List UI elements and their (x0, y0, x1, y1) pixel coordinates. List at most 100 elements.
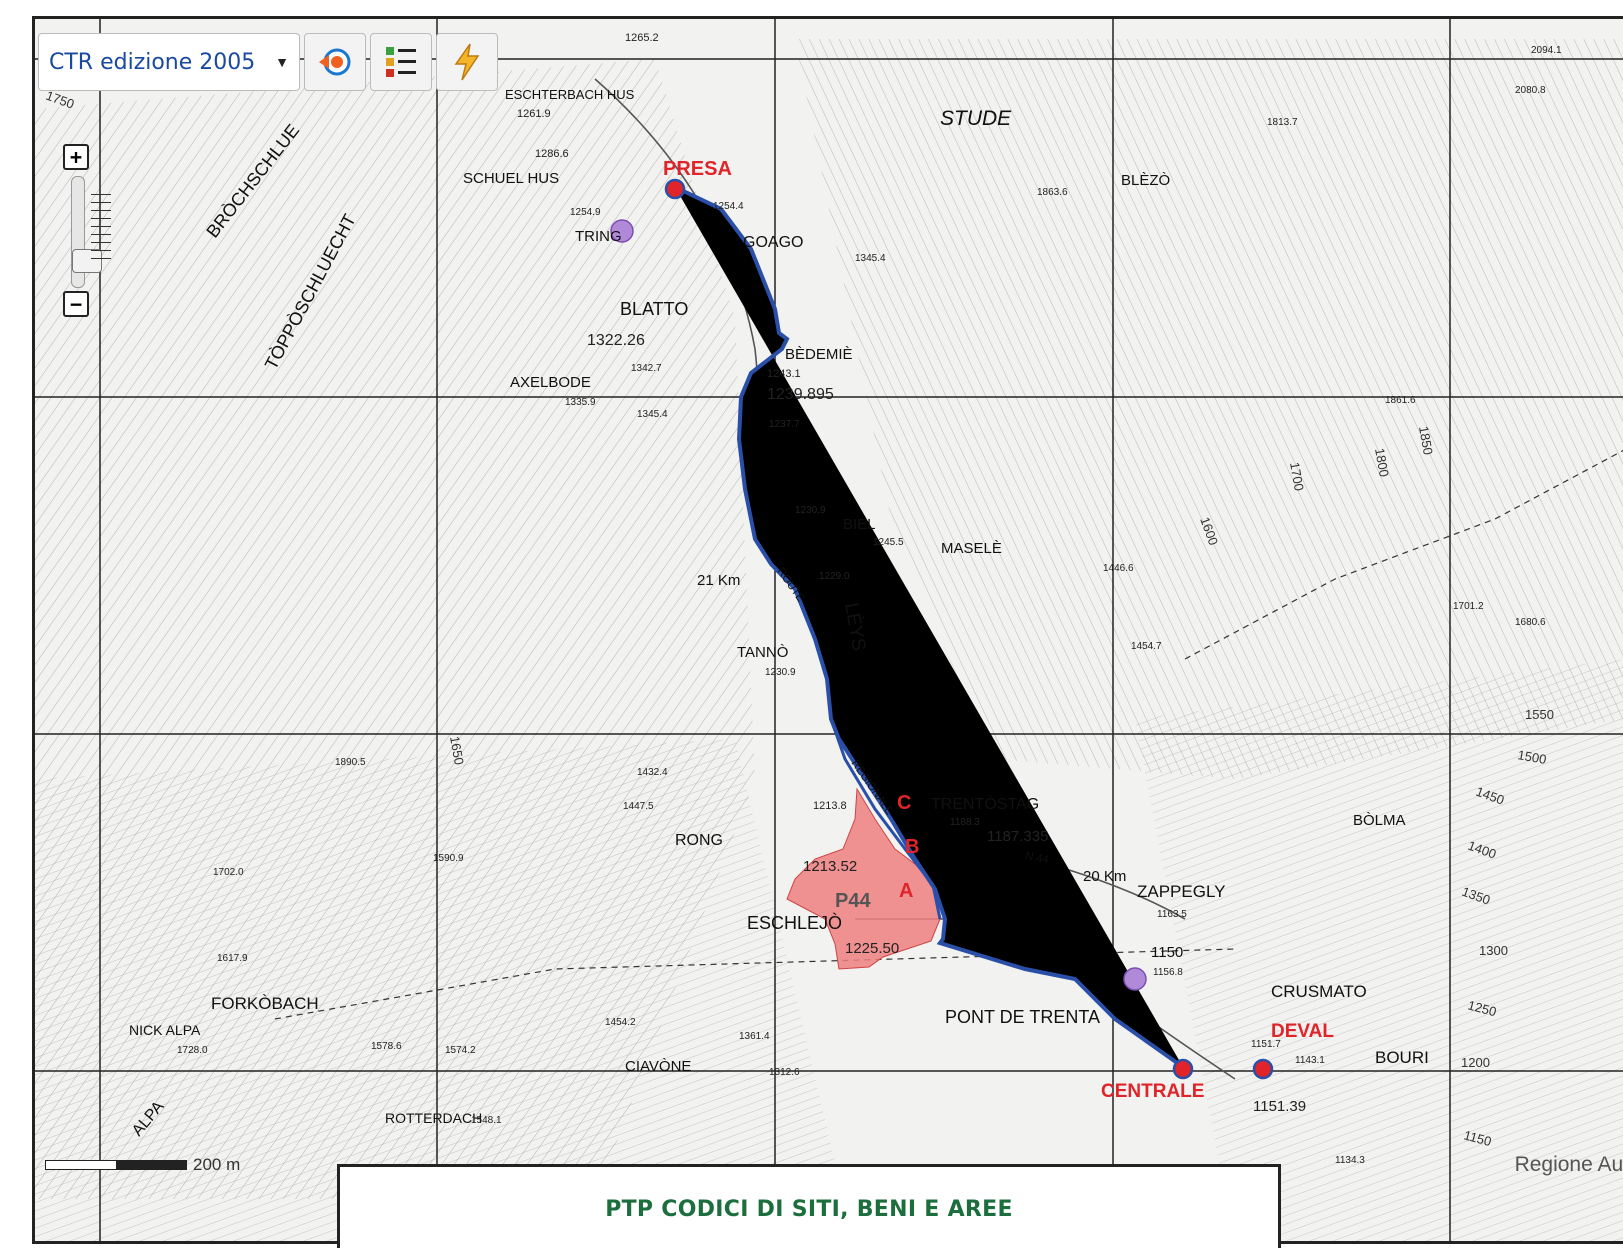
elevation-label: 1163.5 (1157, 909, 1187, 920)
pipeline-route[interactable] (675, 187, 1183, 1067)
elevation-label: 1213.8 (813, 800, 847, 812)
elevation-label: 1322.26 (587, 332, 645, 349)
place-label: STUDE (940, 107, 1012, 130)
contour-labels: 1750 1600 1550 1500 1450 1400 1350 1300 … (44, 88, 1554, 1149)
place-label: RONG (675, 832, 723, 849)
zoom-control: + − (63, 144, 111, 319)
elevation-label: 1187.335 (987, 828, 1048, 845)
place-label: MASELÈ (941, 540, 1002, 557)
zoom-slider-track[interactable] (71, 176, 102, 288)
place-label: ROTTERDACH (385, 1110, 482, 1126)
lightning-icon (454, 43, 480, 81)
elevation-label: 1261.9 (517, 108, 551, 120)
elevation-label: 1454.2 (605, 1017, 636, 1028)
contour-label: 1200 (1461, 1055, 1490, 1070)
mark-c: C (897, 792, 911, 814)
elevation-label: 1230.9 (795, 505, 826, 516)
elevation-label: 1286.6 (535, 148, 569, 160)
contour-label: 1300 (1479, 943, 1508, 958)
area-p44-label: P44 (835, 890, 871, 912)
place-label: ZAPPEGLY (1137, 882, 1226, 901)
elevation-label: 1590.9 (433, 853, 464, 864)
elevation-label: 1447.5 (623, 801, 654, 812)
elevation-label: 1243.1 (767, 368, 801, 380)
place-label: BÈDEMIÈ (785, 346, 853, 363)
elevation-label: 1578.6 (371, 1041, 402, 1052)
elevation-label: 1265.2 (625, 32, 659, 44)
lightning-tool-button[interactable] (436, 33, 498, 91)
place-label: BÒLMA (1353, 812, 1406, 829)
elevation-label: 1861.6 (1385, 395, 1416, 406)
scale-bar: 200 m (45, 1155, 240, 1175)
place-label: BOURI (1375, 1048, 1429, 1067)
elevation-label: 1143.1 (1295, 1055, 1325, 1066)
place-label: ESCHLEJÒ (747, 912, 842, 933)
contour-label: 1800 (1372, 447, 1392, 478)
place-label: FORKÒBACH (211, 994, 319, 1013)
monument-icon (610, 219, 634, 243)
legend-tool-button[interactable] (370, 33, 432, 91)
contour-label: 1550 (1525, 707, 1554, 722)
elevation-label: 1254.4 (713, 201, 744, 212)
elevation-label: 2080.8 (1515, 85, 1546, 96)
place-label: GOAGO (743, 234, 803, 251)
mark-a: A (899, 880, 913, 902)
scale-label: 200 m (193, 1155, 241, 1174)
legend-panel-title: PTP CODICI DI SITI, BENI E AREE (605, 1197, 1013, 1222)
elevation-label: 1702.0 (213, 867, 244, 878)
elevation-label: 1156.8 (1153, 967, 1183, 978)
place-label: BLATTO (620, 299, 688, 319)
layer-select[interactable]: CTR edizione 2005 ▼ (38, 33, 300, 91)
legend-panel: PTP CODICI DI SITI, BENI E AREE (337, 1164, 1281, 1248)
chevron-down-icon: ▼ (275, 54, 289, 70)
elevation-label: 1229.0 (819, 571, 850, 582)
place-label: TANNÒ (737, 644, 788, 661)
elevation-label: 1237.7 (769, 419, 800, 430)
route-label: 21 Km (697, 572, 740, 589)
place-label: ESCHTERBACH HUS (505, 87, 635, 102)
zoom-in-button[interactable]: + (63, 144, 89, 170)
deval-label: DEVAL (1271, 1021, 1334, 1042)
elevation-label: 1254.9 (570, 207, 601, 218)
contour-label: 1500 (1516, 747, 1547, 767)
target-icon (319, 48, 351, 76)
elevation-label: 1188.3 (950, 817, 980, 828)
elevation-label: 1245.5 (873, 537, 904, 548)
presa-marker[interactable] (664, 178, 686, 200)
contour-label: 1150 (1462, 1127, 1493, 1149)
topographic-map[interactable]: PRESA CENTRALE DEVAL C B A P44 SCHUEL HU… (35, 19, 1623, 1244)
place-label: CIAVÒNE (625, 1058, 691, 1075)
layer-select-value: CTR edizione 2005 (49, 49, 256, 75)
elevation-label: 1617.9 (217, 953, 248, 964)
elevation-label: 1345.4 (855, 253, 886, 264)
place-label: CRUSMATO (1271, 982, 1367, 1001)
route-label: N.44 (1024, 850, 1049, 866)
elevation-label: 2094.1 (1531, 45, 1562, 56)
centrale-marker[interactable] (1172, 1058, 1194, 1080)
map-frame[interactable]: PRESA CENTRALE DEVAL C B A P44 SCHUEL HU… (32, 16, 1623, 1244)
monument-icon (1123, 967, 1147, 991)
contour-label: 1650 (447, 735, 467, 766)
elevation-label: 1432.4 (637, 767, 668, 778)
legend-list-icon (386, 47, 416, 77)
place-label: PONT DE TRENTA (945, 1007, 1100, 1027)
elevation-label: 1813.7 (1267, 117, 1298, 128)
zoom-ticks (91, 194, 111, 266)
elevation-label: 1890.5 (335, 757, 366, 768)
elevation-label: 1342.7 (631, 363, 662, 374)
place-label: BIEL (843, 516, 876, 533)
zoom-out-button[interactable]: − (63, 291, 89, 317)
place-labels: SCHUEL HUS TRING GOAGO BLATTO BÈDEMIÈ AX… (129, 87, 1429, 1140)
elevation-label: 1312.6 (769, 1067, 800, 1078)
elevation-label: 1548.1 (471, 1115, 502, 1126)
elevation-label: 1151.7 (1251, 1039, 1281, 1050)
elevation-label: 1213.52 (803, 858, 857, 875)
target-tool-button[interactable] (304, 33, 366, 91)
elevation-label: 1454.7 (1131, 641, 1162, 652)
elevation-label: 1361.4 (739, 1031, 770, 1042)
mark-b: B (905, 836, 919, 858)
route-label: 20 Km (1083, 868, 1126, 885)
elevation-label: 1239.895 (767, 386, 834, 403)
place-label: TRING (575, 228, 622, 245)
deval-marker[interactable] (1252, 1058, 1274, 1080)
